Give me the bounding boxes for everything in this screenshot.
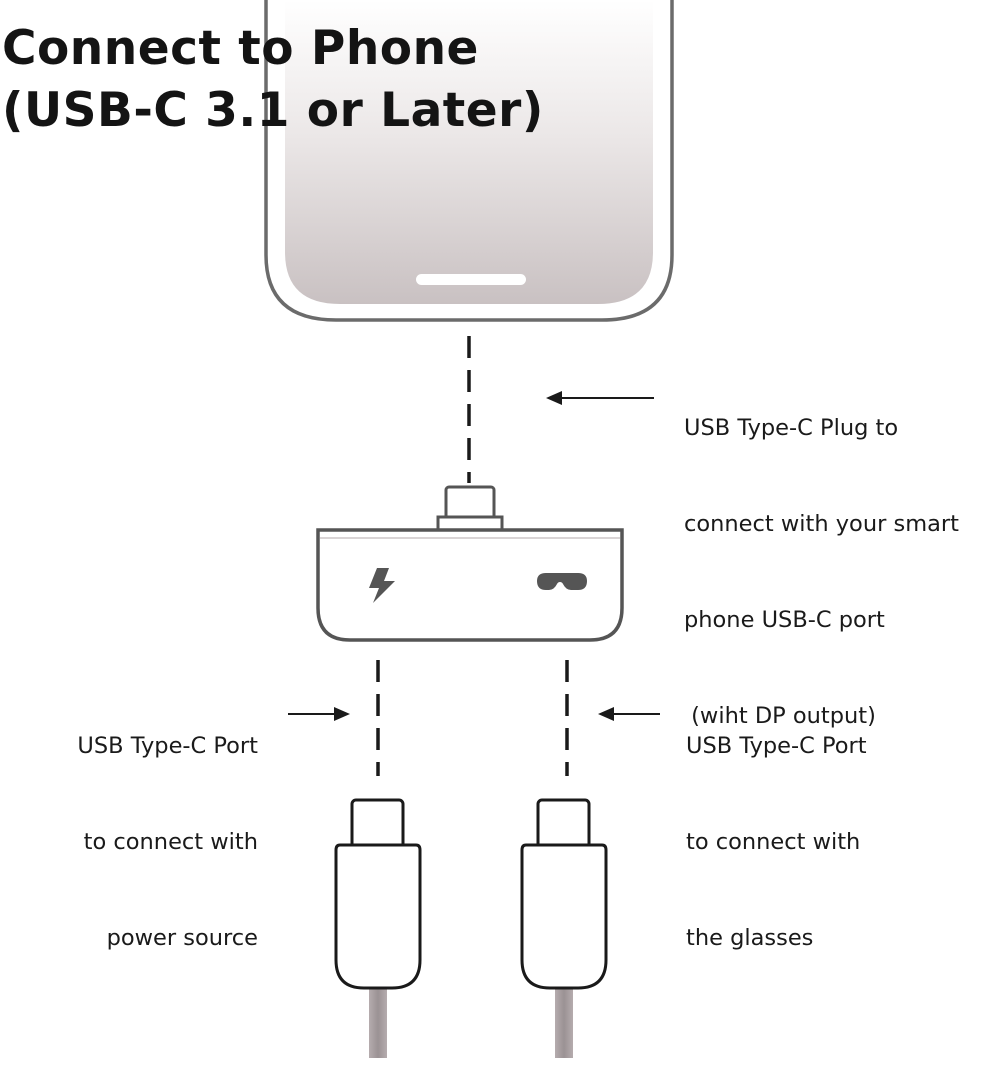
- glasses-cable-tip: [536, 798, 591, 850]
- adapter: [316, 485, 624, 642]
- callout-usb-c-plug: USB Type-C Plug to connect with your sma…: [684, 348, 959, 764]
- arrow-plug: [546, 391, 654, 405]
- lightning-bolt-icon: [369, 568, 395, 603]
- callout-line: connect with your smart: [684, 511, 959, 537]
- callout-line: the glasses: [686, 925, 814, 951]
- arrow-power-port: [288, 707, 350, 721]
- page-title: Connect to Phone (USB-C 3.1 or Later): [2, 18, 544, 142]
- arrow-glasses-port: [598, 707, 660, 721]
- callout-line: power source: [106, 925, 258, 951]
- callout-power-port: USB Type-C Port to connect with power so…: [20, 666, 258, 986]
- adapter-body: [316, 528, 624, 642]
- title-line-1: Connect to Phone: [2, 21, 479, 76]
- callout-line: phone USB-C port: [684, 607, 885, 633]
- callout-line: to connect with: [83, 829, 258, 855]
- power-cable: [334, 798, 422, 1058]
- phone-screen: [285, 0, 653, 304]
- callout-line: USB Type-C Port: [77, 733, 258, 759]
- adapter-plug-collar: [436, 515, 504, 531]
- glasses-cable-cord: [555, 982, 573, 1058]
- callout-line: USB Type-C Port: [686, 733, 867, 759]
- callout-line: USB Type-C Plug to: [684, 415, 899, 441]
- glasses-cable: [520, 798, 608, 1058]
- power-cable-tip: [350, 798, 405, 850]
- glasses-icon: [537, 573, 587, 590]
- phone: [264, 0, 674, 322]
- power-cable-cord: [369, 982, 387, 1058]
- glasses-cable-housing: [520, 843, 608, 990]
- power-cable-housing: [334, 843, 422, 990]
- callout-line: to connect with: [686, 829, 861, 855]
- phone-home-indicator: [416, 274, 526, 285]
- callout-line: (wiht DP output): [684, 703, 876, 729]
- callout-glasses-port: USB Type-C Port to connect with the glas…: [686, 666, 867, 986]
- title-line-2: (USB-C 3.1 or Later): [2, 83, 544, 138]
